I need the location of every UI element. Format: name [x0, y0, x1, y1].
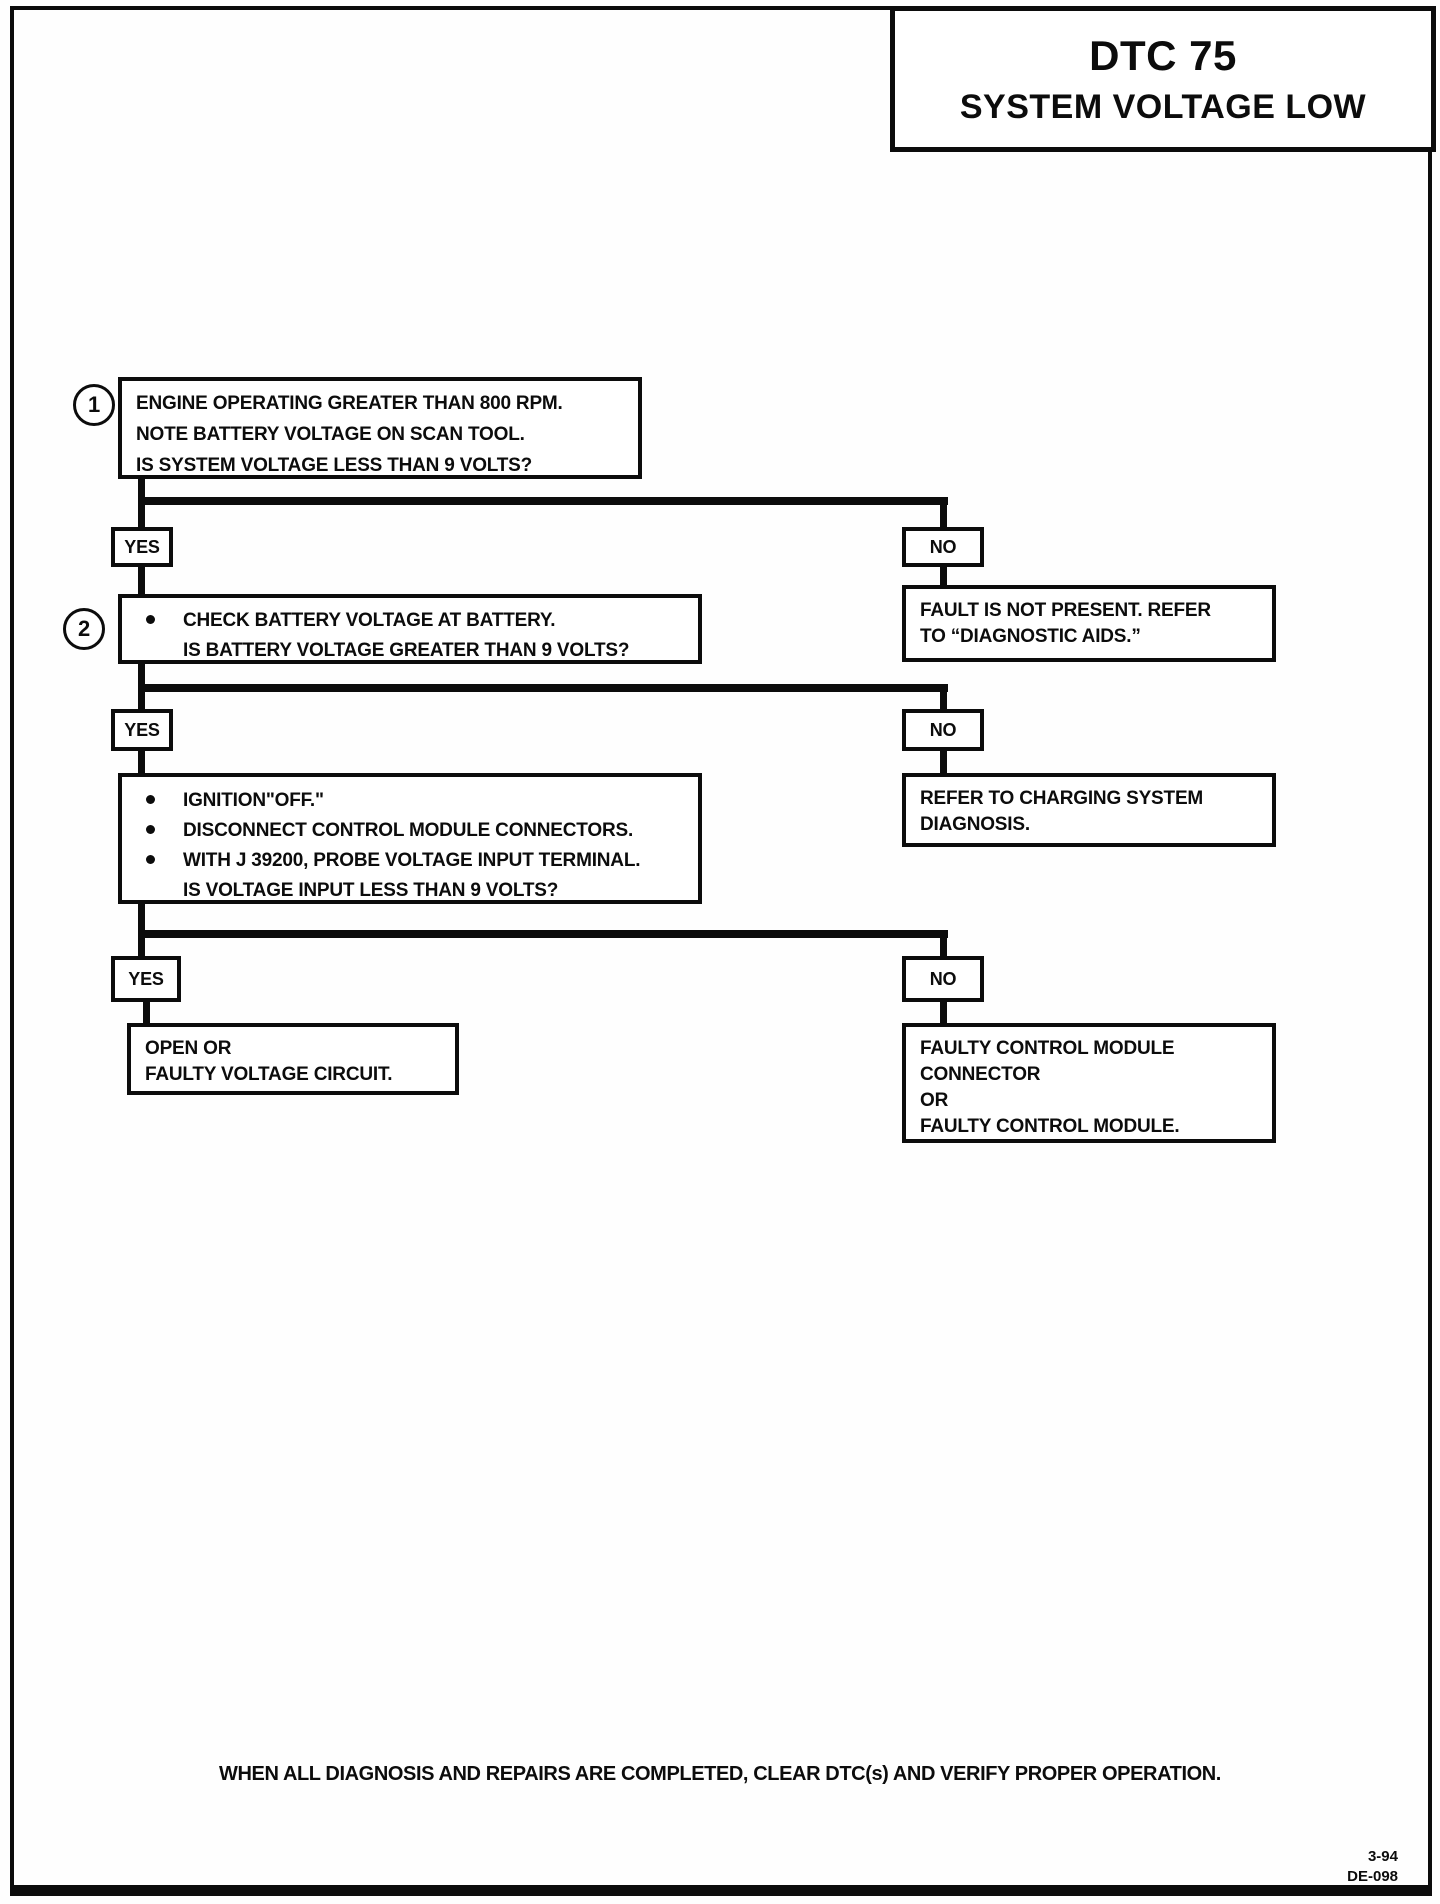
open-line1: OPEN OR	[145, 1038, 232, 1059]
bullet-icon	[146, 615, 155, 624]
yes-label-box-1: YES	[111, 527, 173, 567]
completion-note: WHEN ALL DIAGNOSIS AND REPAIRS ARE COMPL…	[219, 1763, 1221, 1785]
connector-line	[940, 565, 947, 587]
connector-line	[138, 749, 145, 775]
module-line1: FAULTY CONTROL MODULE	[920, 1038, 1175, 1059]
connector-line	[940, 497, 947, 529]
yes-label: YES	[124, 719, 160, 740]
connector-line	[940, 684, 947, 711]
bullet-icon	[146, 795, 155, 804]
step3-bullet-row: WITH J 39200, PROBE VOLTAGE INPUT TERMIN…	[136, 846, 688, 876]
module-line3: OR	[920, 1090, 949, 1111]
outcome-fault-not-present-box: FAULT IS NOT PRESENT. REFER TO “DIAGNOST…	[902, 585, 1276, 662]
step1-question: IS SYSTEM VOLTAGE LESS THAN 9 VOLTS?	[136, 455, 533, 476]
step3-bullet2: DISCONNECT CONTROL MODULE CONNECTORS.	[183, 820, 634, 841]
yes-label-box-3: YES	[111, 956, 181, 1002]
no-label-box-1: NO	[902, 527, 984, 567]
connector-line	[138, 930, 948, 938]
dtc-title: SYSTEM VOLTAGE LOW	[959, 87, 1367, 126]
step3-bullet3: WITH J 39200, PROBE VOLTAGE INPUT TERMIN…	[183, 850, 641, 871]
step1-decision-box: ENGINE OPERATING GREATER THAN 800 RPM. N…	[118, 377, 642, 479]
no-label-box-2: NO	[902, 709, 984, 751]
dtc-title-box: DTC 75 SYSTEM VOLTAGE LOW	[890, 6, 1436, 152]
step1-number-badge: 1	[73, 384, 115, 426]
yes-label-box-2: YES	[111, 709, 173, 751]
charging-line1: REFER TO CHARGING SYSTEM	[920, 788, 1204, 809]
module-line2: CONNECTOR	[920, 1064, 1041, 1085]
no-label-box-3: NO	[902, 956, 984, 1002]
connector-line	[940, 1000, 947, 1025]
charging-line2: DIAGNOSIS.	[920, 814, 1030, 835]
module-line4: FAULTY CONTROL MODULE.	[920, 1116, 1180, 1137]
step2-number-badge: 2	[63, 608, 105, 650]
fault-line2: TO “DIAGNOSTIC AIDS.”	[920, 626, 1141, 647]
step3-decision-box: IGNITION"OFF." DISCONNECT CONTROL MODULE…	[118, 773, 702, 904]
connector-line	[138, 565, 145, 596]
bullet-icon	[146, 855, 155, 864]
page-refs: 3-94 DE-098	[1347, 1847, 1398, 1887]
step3-bullet-row: IGNITION"OFF."	[136, 786, 688, 816]
outcome-refer-charging-box: REFER TO CHARGING SYSTEM DIAGNOSIS.	[902, 773, 1276, 847]
step2-decision-box: CHECK BATTERY VOLTAGE AT BATTERY. IS BAT…	[118, 594, 702, 664]
step3-question: IS VOLTAGE INPUT LESS THAN 9 VOLTS?	[183, 880, 559, 901]
connector-line	[940, 930, 947, 958]
revision-ref: 3-94	[1367, 1848, 1398, 1865]
figure-ref: DE-098	[1347, 1868, 1398, 1885]
outcome-faulty-module-box: FAULTY CONTROL MODULE CONNECTOR OR FAULT…	[902, 1023, 1276, 1143]
no-label: NO	[929, 968, 957, 989]
step2-bullet1: CHECK BATTERY VOLTAGE AT BATTERY.	[183, 610, 556, 631]
open-line2: FAULTY VOLTAGE CIRCUIT.	[145, 1064, 393, 1085]
connector-line	[940, 749, 947, 775]
step1-line1: ENGINE OPERATING GREATER THAN 800 RPM.	[136, 393, 563, 414]
yes-label: YES	[128, 968, 164, 989]
no-label: NO	[929, 536, 957, 557]
step3-bullet1: IGNITION"OFF."	[183, 790, 324, 811]
step1-line2: NOTE BATTERY VOLTAGE ON SCAN TOOL.	[136, 424, 525, 445]
step2-bullet-row: CHECK BATTERY VOLTAGE AT BATTERY.	[136, 606, 688, 636]
step2-question: IS BATTERY VOLTAGE GREATER THAN 9 VOLTS?	[183, 640, 630, 661]
fault-line1: FAULT IS NOT PRESENT. REFER	[920, 600, 1211, 621]
dtc-code: DTC 75	[1089, 31, 1237, 79]
bullet-icon	[146, 825, 155, 834]
connector-line	[143, 1000, 150, 1025]
connector-line	[138, 684, 948, 692]
yes-label: YES	[124, 536, 160, 557]
connector-line	[138, 497, 948, 505]
page-border	[10, 6, 1432, 1896]
no-label: NO	[929, 719, 957, 740]
step3-bullet-row: DISCONNECT CONTROL MODULE CONNECTORS.	[136, 816, 688, 846]
outcome-open-circuit-box: OPEN OR FAULTY VOLTAGE CIRCUIT.	[127, 1023, 459, 1095]
